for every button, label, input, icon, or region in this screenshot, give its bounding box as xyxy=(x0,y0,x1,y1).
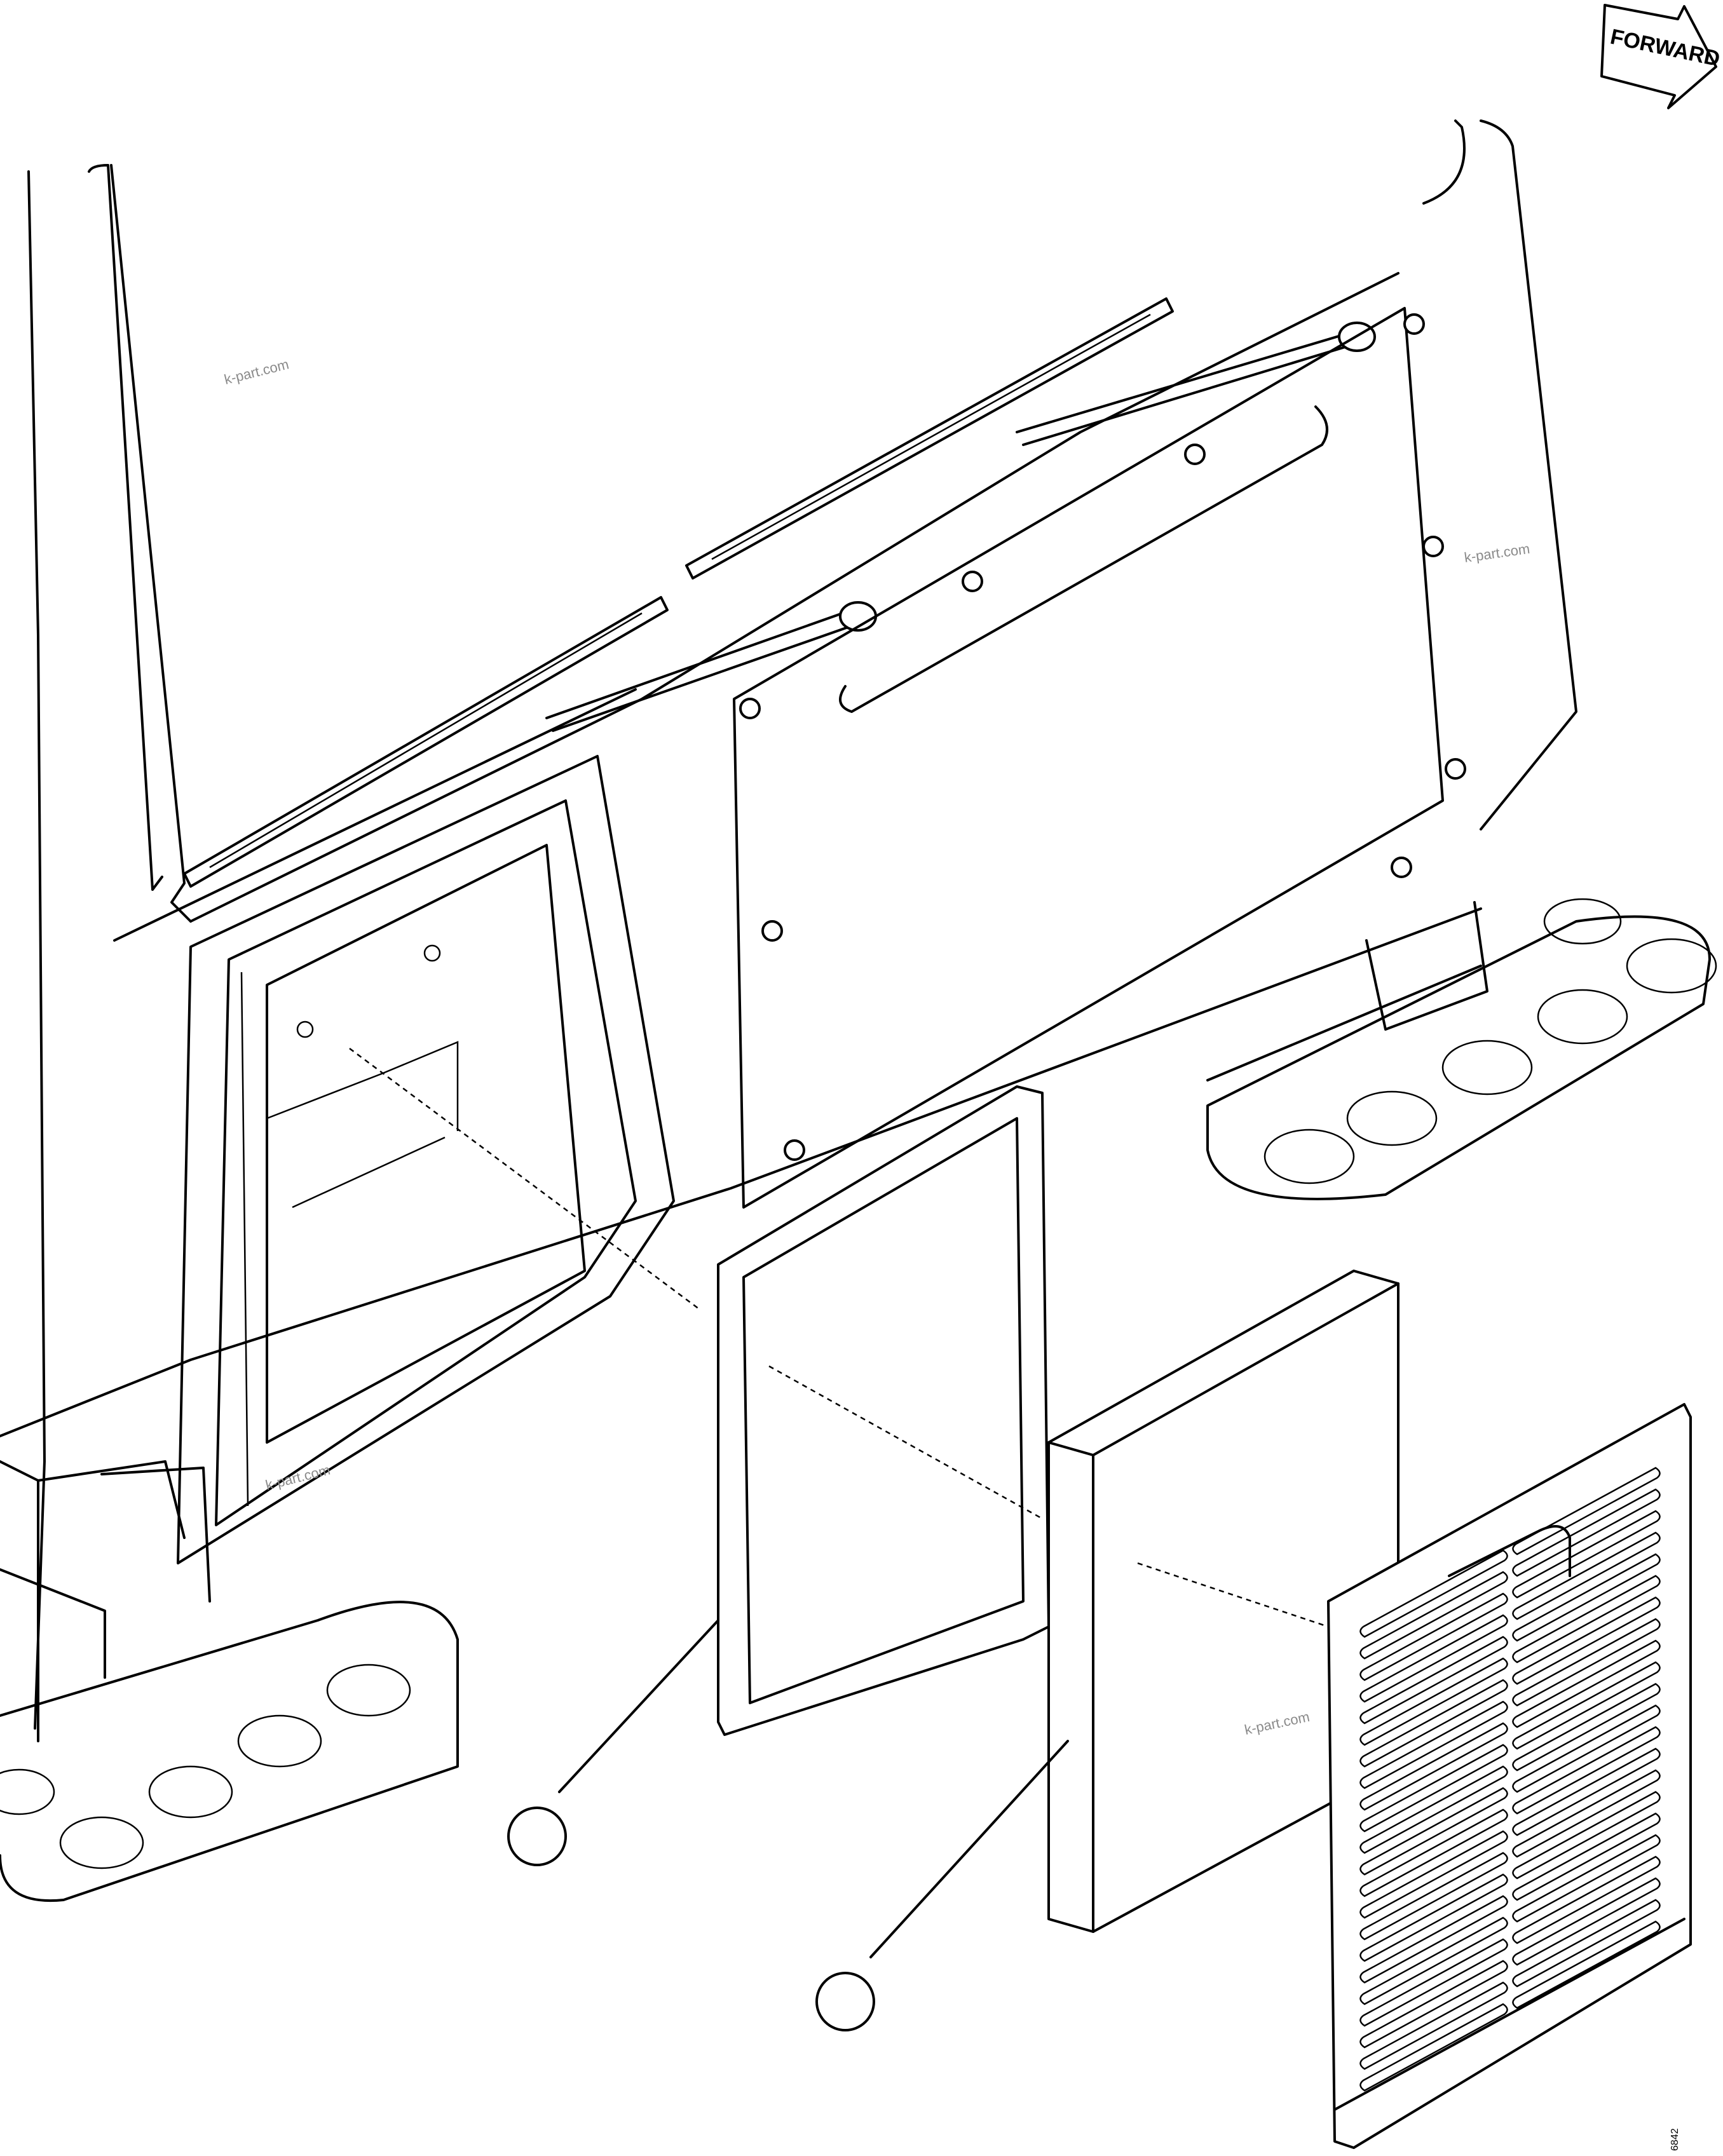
callout-1 xyxy=(507,1619,719,1866)
gasket-frame xyxy=(717,1085,1050,1736)
grille-louver-slot xyxy=(1512,1812,1661,1901)
watermark-1: k-part.com xyxy=(222,356,290,387)
watermark-2: k-part.com xyxy=(1463,541,1530,566)
grille-louver-slot xyxy=(1512,1553,1661,1642)
grille-louver-slot xyxy=(1359,1873,1508,1962)
grille-louver-slot xyxy=(1359,1938,1508,2027)
grille-louver-slot xyxy=(1359,1787,1508,1876)
grille-louver-slot xyxy=(1512,1920,1661,2009)
grille-louver-slot xyxy=(1359,1549,1508,1638)
forward-arrow: FORWARD xyxy=(1600,4,1722,109)
grille-louver-slot xyxy=(1512,1899,1661,1988)
grille-louver-slot xyxy=(1359,1679,1508,1768)
grille-louver-slot xyxy=(1512,1510,1661,1599)
grille-louver-slot xyxy=(1512,1791,1661,1880)
grille-louver-slot xyxy=(1512,1855,1661,1944)
grille-louver-slot xyxy=(1512,1467,1661,1556)
grille-louver-slot xyxy=(1512,1488,1661,1577)
grille-louver-slot xyxy=(1359,1765,1508,1854)
grille-louver-slot xyxy=(1512,1747,1661,1836)
grille-louver-slot xyxy=(1512,1596,1661,1685)
grille-louver-slot xyxy=(1512,1661,1661,1750)
grille-louver-slot xyxy=(1359,1981,1508,2070)
grille-louver-slot xyxy=(1512,1575,1661,1664)
drawing-code: 6842 xyxy=(1670,2128,1680,2151)
cab-body xyxy=(0,119,1577,1742)
grille-louver-slot xyxy=(1512,1639,1661,1728)
grille-louver-slot xyxy=(1359,1722,1508,1811)
step-platform-left xyxy=(0,1601,459,1902)
windshield-wiper-right xyxy=(685,297,1376,580)
grille-louver-slot xyxy=(1512,1683,1661,1772)
grille-louver-slot xyxy=(1512,1769,1661,1858)
louvered-grille xyxy=(1327,1403,1692,2149)
grille-louver-slot xyxy=(1512,1618,1661,1707)
grille-louver-slot xyxy=(1512,1834,1661,1923)
filter-element xyxy=(1047,1270,1400,1933)
callout-2 xyxy=(815,1740,1069,2031)
grille-louver-slot xyxy=(1359,1830,1508,1919)
grille-louver-slot xyxy=(1359,1916,1508,2005)
grille-louver-slot xyxy=(1512,1726,1661,1815)
access-panel xyxy=(733,307,1466,1209)
assembly-lines xyxy=(349,1047,1329,1628)
grille-louver-slot xyxy=(1512,1531,1661,1620)
grille-louver-slot xyxy=(1359,1636,1508,1725)
grille-louver-slot xyxy=(1359,1744,1508,1833)
grille-louver-slot xyxy=(1359,1852,1508,1941)
grille-louver-slot xyxy=(1359,1571,1508,1660)
step-platform-right xyxy=(1206,898,1717,1200)
grille-louver-slot xyxy=(1512,1877,1661,1966)
grille-louver-slot xyxy=(1359,1960,1508,2049)
grille-louver-slot xyxy=(1359,1614,1508,1703)
filter-opening xyxy=(177,755,675,1564)
grille-louver-slot xyxy=(1359,1700,1508,1789)
grille-louver-slot xyxy=(1359,1895,1508,1984)
windshield-wiper-left xyxy=(183,596,877,888)
grille-louver-slot xyxy=(1359,2003,1508,2092)
grille-louver-slot xyxy=(1359,1657,1508,1746)
grille-louver-slot xyxy=(1512,1704,1661,1793)
grille-louver-slot xyxy=(1359,1592,1508,1681)
grille-louver-slot xyxy=(1359,1808,1508,1897)
